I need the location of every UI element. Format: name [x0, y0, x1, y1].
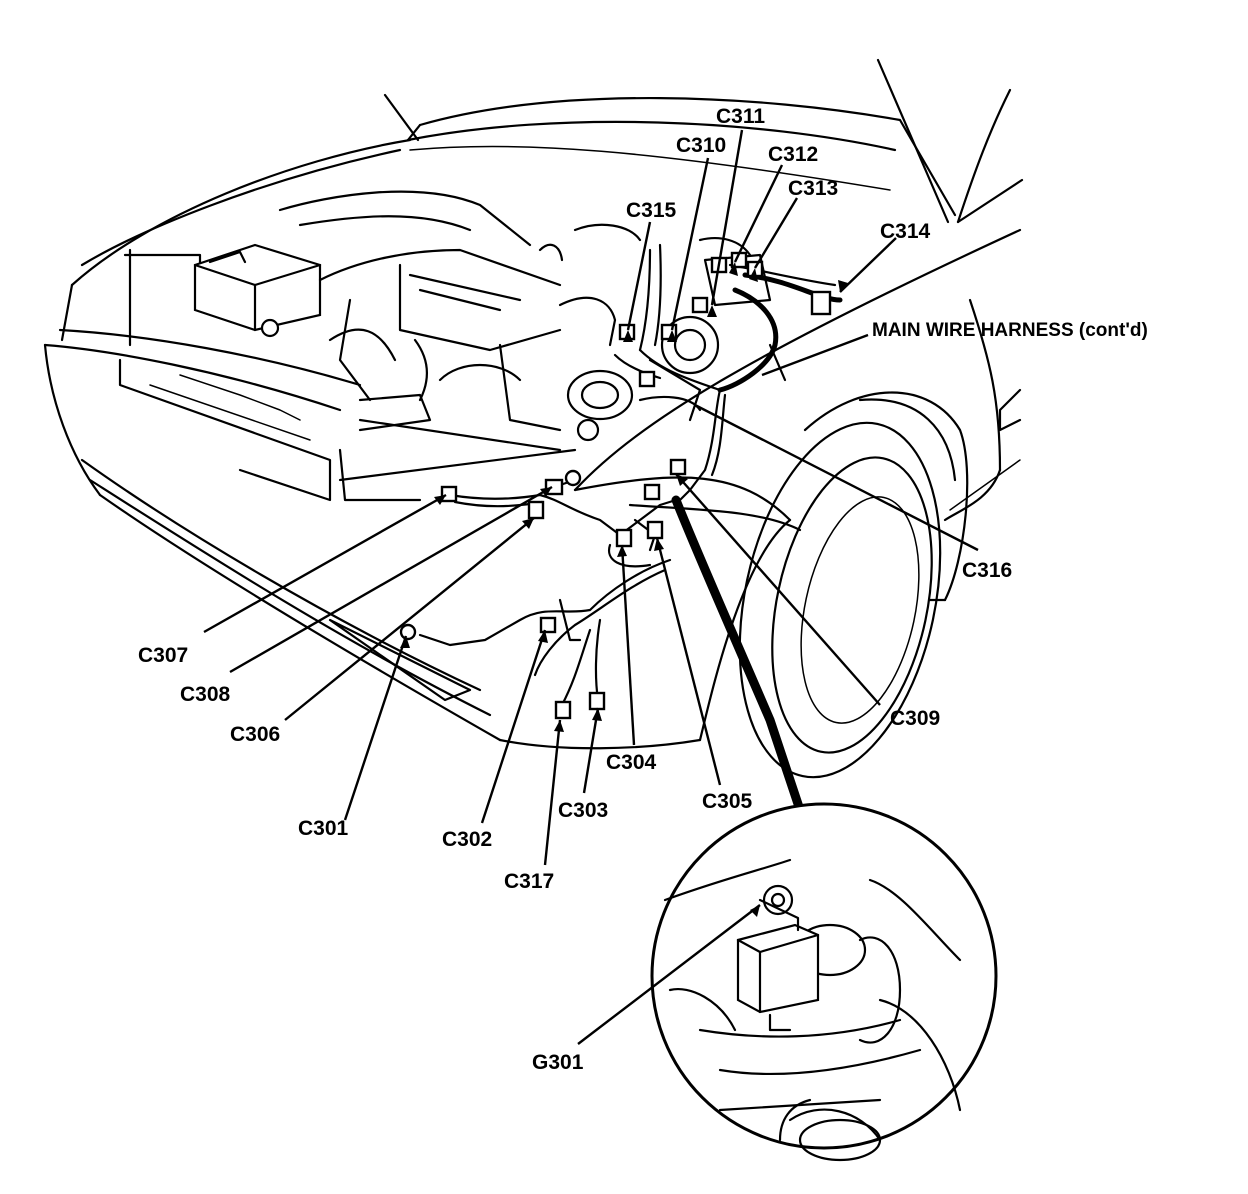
label-c307: C307	[138, 644, 188, 667]
car-body-drawing	[43, 58, 1024, 779]
label-c315: C315	[626, 199, 677, 222]
engine-bay-drawing	[193, 190, 772, 452]
ground-detail-inset	[650, 802, 998, 1162]
label-c305: C305	[702, 790, 753, 813]
label-c314: C314	[880, 220, 931, 243]
label-c317: C317	[504, 870, 554, 893]
label-c308: C308	[180, 683, 231, 706]
label-c310: C310	[676, 134, 726, 157]
label-c311: C311	[716, 105, 765, 128]
label-c303: C303	[558, 799, 608, 822]
label-c302: C302	[442, 828, 492, 851]
leader-lines	[203, 129, 979, 1045]
label-main-wire-harness: MAIN WIRE HARNESS (cont'd)	[872, 320, 1148, 341]
label-c309: C309	[890, 707, 940, 730]
label-c312: C312	[768, 143, 818, 166]
label-g301: G301	[532, 1051, 584, 1074]
label-c313: C313	[788, 177, 838, 200]
callout-labels: C301 C302 C303 C304 C305 C306 C307 C308 …	[138, 105, 1148, 1074]
label-c316: C316	[962, 559, 1012, 582]
arrowheads	[400, 262, 848, 917]
label-c304: C304	[606, 751, 657, 774]
label-c301: C301	[298, 817, 349, 840]
label-c306: C306	[230, 723, 280, 746]
